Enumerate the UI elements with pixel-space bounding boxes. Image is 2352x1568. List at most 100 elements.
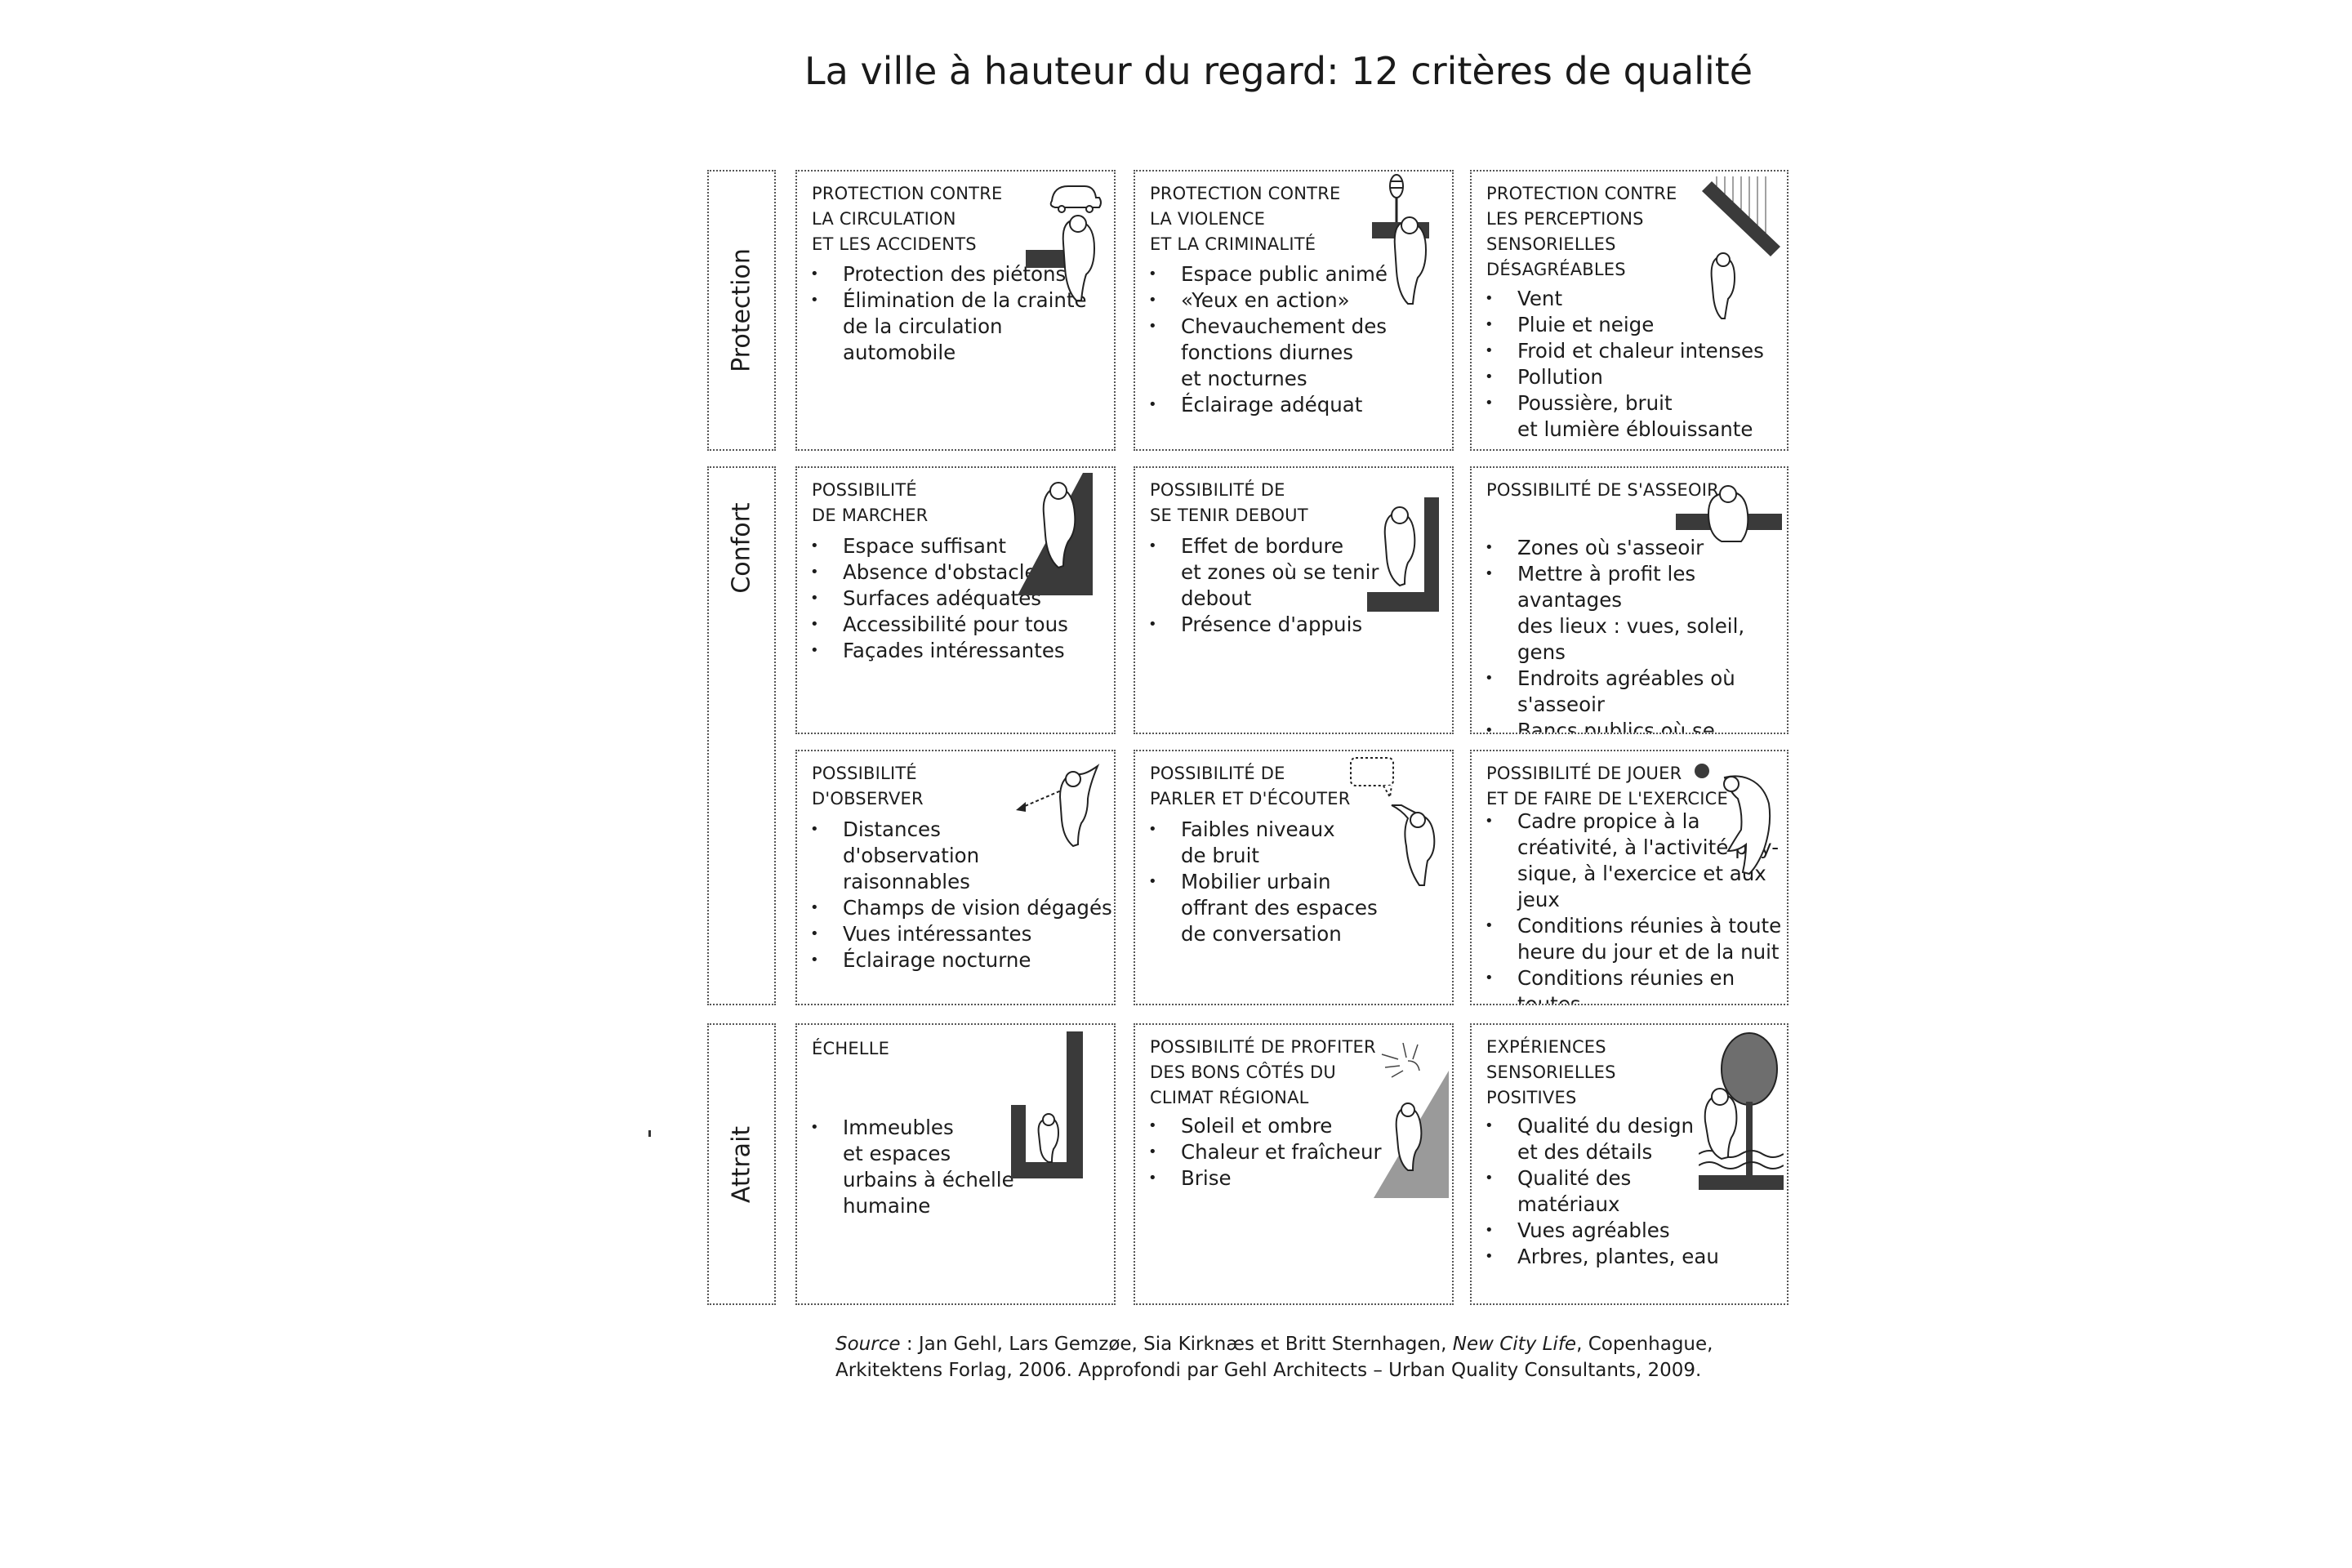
criterion-card-observing: POSSIBILITÉ D'OBSERVER Distances d'obser… (795, 750, 1116, 1005)
source-line-2: Arkitektens Forlag, 2006. Approfondi par… (835, 1360, 1702, 1381)
list-item: Qualité du design et des détails (1485, 1113, 1719, 1165)
playing-person-icon (1695, 764, 1771, 875)
observing-person-icon (1016, 764, 1100, 848)
talking-person-icon (1350, 757, 1436, 886)
card-title: POSSIBILITÉ DE JOUER ET DE FAIRE DE L'EX… (1486, 764, 1728, 808)
list-item: Chaleur et fraîcheur (1148, 1139, 1382, 1165)
seated-person-icon (1676, 485, 1782, 542)
source-location: , Copenhague, (1576, 1334, 1713, 1355)
criterion-card-talking: POSSIBILITÉ DE PARLER ET D'ÉCOUTER Faibl… (1134, 750, 1454, 1005)
criteria-list: Zones où s'asseoir Mettre à profit les a… (1485, 535, 1787, 733)
list-item: Immeubles et espaces urbains à échelle h… (810, 1115, 1014, 1219)
list-item: Accessibilité pour tous (810, 612, 1068, 638)
card-title: PROTECTION CONTRE LA VIOLENCE ET LA CRIM… (1150, 184, 1341, 254)
card-title: PROTECTION CONTRE LES PERCEPTIONS SENSOR… (1486, 184, 1677, 279)
section-label-confort: Confort (727, 502, 756, 595)
criterion-card-climate: POSSIBILITÉ DE PROFITER DES BONS CÔTÉS D… (1134, 1023, 1454, 1305)
list-item: Façades intéressantes (810, 638, 1068, 664)
card-title: POSSIBILITÉ DE PROFITER DES BONS CÔTÉS D… (1150, 1037, 1376, 1107)
criteria-list: Effet de bordure et zones où se tenir de… (1148, 533, 1379, 638)
list-item: Soleil et ombre (1148, 1113, 1382, 1139)
list-item: Arbres, plantes, eau (1485, 1244, 1719, 1270)
section-label-protection: Protection (727, 248, 756, 372)
list-item: Espace suffisant (810, 533, 1068, 559)
criterion-card-sitting: POSSIBILITÉ DE S'ASSEOIR Zones où s'asse… (1470, 466, 1788, 734)
criteria-list: Vent Pluie et neige Froid et chaleur int… (1485, 286, 1764, 443)
list-item: Endroits agréables où s'asseoir (1485, 666, 1787, 718)
list-item: Brise (1148, 1165, 1382, 1192)
card-title: EXPÉRIENCES SENSORIELLES POSITIVES (1486, 1037, 1616, 1107)
list-item: Distances d'observation raisonnables (810, 817, 1112, 895)
pedestrian-streetlamp-icon (1372, 174, 1429, 305)
sun-shade-icon (1374, 1043, 1449, 1198)
criteria-list: Espace public animé «Yeux en action» Che… (1148, 261, 1388, 418)
list-item: Élimination de la crainte de la circulat… (810, 287, 1087, 366)
tree-water-icon (1699, 1032, 1784, 1190)
criterion-card-violence: PROTECTION CONTRE LA VIOLENCE ET LA CRIM… (1134, 170, 1454, 451)
criteria-list: Qualité du design et des détails Qualité… (1485, 1113, 1719, 1270)
section-protection: Protection (707, 170, 776, 451)
pedestrian-car-icon (1026, 185, 1102, 301)
card-title: POSSIBILITÉ DE PARLER ET D'ÉCOUTER (1150, 764, 1351, 808)
criteria-list: Faibles niveaux de bruit Mobilier urbain… (1148, 817, 1378, 947)
list-item: Pluie et neige (1485, 312, 1764, 338)
criterion-card-sensory-protection: PROTECTION CONTRE LES PERCEPTIONS SENSOR… (1470, 170, 1788, 451)
list-item: Bancs publics où se reposer (1485, 718, 1787, 733)
list-item: Vues agréables (1485, 1218, 1719, 1244)
list-item: Conditions réunies à toute heure du jour… (1485, 913, 1787, 965)
list-item: Vent (1485, 286, 1764, 312)
list-item: Espace public animé (1148, 261, 1388, 287)
list-item: Éclairage nocturne (810, 947, 1112, 973)
pedestrian-shelter-icon (1702, 176, 1780, 319)
source-line-1: Source : Jan Gehl, Lars Gemzøe, Sia Kirk… (835, 1331, 1713, 1357)
list-item: Conditions réunies en toutes saisons (1485, 965, 1787, 1004)
card-title: POSSIBILITÉ DE S'ASSEOIR (1486, 480, 1719, 500)
criterion-card-standing: POSSIBILITÉ DE SE TENIR DEBOUT Effet de … (1134, 466, 1454, 734)
section-confort: Confort (707, 466, 776, 1005)
list-item: Effet de bordure et zones où se tenir de… (1148, 533, 1379, 612)
human-scale-icon (1011, 1031, 1083, 1178)
criterion-card-playing: POSSIBILITÉ DE JOUER ET DE FAIRE DE L'EX… (1470, 750, 1788, 1005)
list-item: Zones où s'asseoir (1485, 535, 1787, 561)
list-item: Éclairage adéquat (1148, 392, 1388, 418)
page-title: La ville à hauteur du regard: 12 critère… (804, 49, 1753, 93)
list-item: Cadre propice à la créativité, à l'activ… (1485, 808, 1787, 913)
card-title: POSSIBILITÉ DE MARCHER (812, 480, 929, 525)
standing-person-icon (1367, 497, 1439, 612)
walking-person-icon (1018, 473, 1093, 595)
criterion-card-sensory-experiences: EXPÉRIENCES SENSORIELLES POSITIVES Quali… (1470, 1023, 1788, 1305)
section-label-attrait: Attrait (727, 1125, 756, 1203)
criteria-list: Soleil et ombre Chaleur et fraîcheur Bri… (1148, 1113, 1382, 1192)
scan-speck (648, 1130, 651, 1137)
source-book-title: New City Life (1452, 1334, 1577, 1355)
list-item: Chevauchement des fonctions diurnes et n… (1148, 314, 1388, 392)
source-authors: : Jan Gehl, Lars Gemzøe, Sia Kirknæs et … (900, 1334, 1453, 1355)
list-item: «Yeux en action» (1148, 287, 1388, 314)
criterion-card-walking: POSSIBILITÉ DE MARCHER Espace suffisant … (795, 466, 1116, 734)
criteria-list: Espace suffisant Absence d'obstacles Sur… (810, 533, 1068, 664)
card-title: PROTECTION CONTRE LA CIRCULATION ET LES … (812, 184, 1003, 254)
source-citation: Source : Jan Gehl, Lars Gemzøe, Sia Kirk… (835, 1331, 1713, 1383)
card-title: POSSIBILITÉ DE SE TENIR DEBOUT (1150, 480, 1308, 525)
card-title: ÉCHELLE (812, 1039, 890, 1058)
list-item: Mobilier urbain offrant des espaces de c… (1148, 869, 1378, 947)
section-attrait: Attrait (707, 1023, 776, 1305)
card-title: POSSIBILITÉ D'OBSERVER (812, 764, 924, 808)
list-item: Froid et chaleur intenses (1485, 338, 1764, 364)
list-item: Faibles niveaux de bruit (1148, 817, 1378, 869)
criteria-list: Protection des piétons Élimination de la… (810, 261, 1087, 366)
list-item: Mettre à profit les avantages des lieux … (1485, 561, 1787, 666)
list-item: Présence d'appuis (1148, 612, 1379, 638)
list-item: Vues intéressantes (810, 921, 1112, 947)
criterion-card-traffic: PROTECTION CONTRE LA CIRCULATION ET LES … (795, 170, 1116, 451)
source-label: Source (835, 1334, 901, 1355)
criterion-card-scale: ÉCHELLE Immeubles et espaces urbains à é… (795, 1023, 1116, 1305)
list-item: Poussière, bruit et lumière éblouissante (1485, 390, 1764, 443)
list-item: Champs de vision dégagés (810, 895, 1112, 921)
criteria-list: Immeubles et espaces urbains à échelle h… (810, 1115, 1014, 1219)
list-item: Pollution (1485, 364, 1764, 390)
list-item: Surfaces adéquates (810, 586, 1068, 612)
criteria-list: Cadre propice à la créativité, à l'activ… (1485, 808, 1787, 1004)
list-item: Qualité des matériaux (1485, 1165, 1719, 1218)
criteria-list: Distances d'observation raisonnables Cha… (810, 817, 1112, 973)
